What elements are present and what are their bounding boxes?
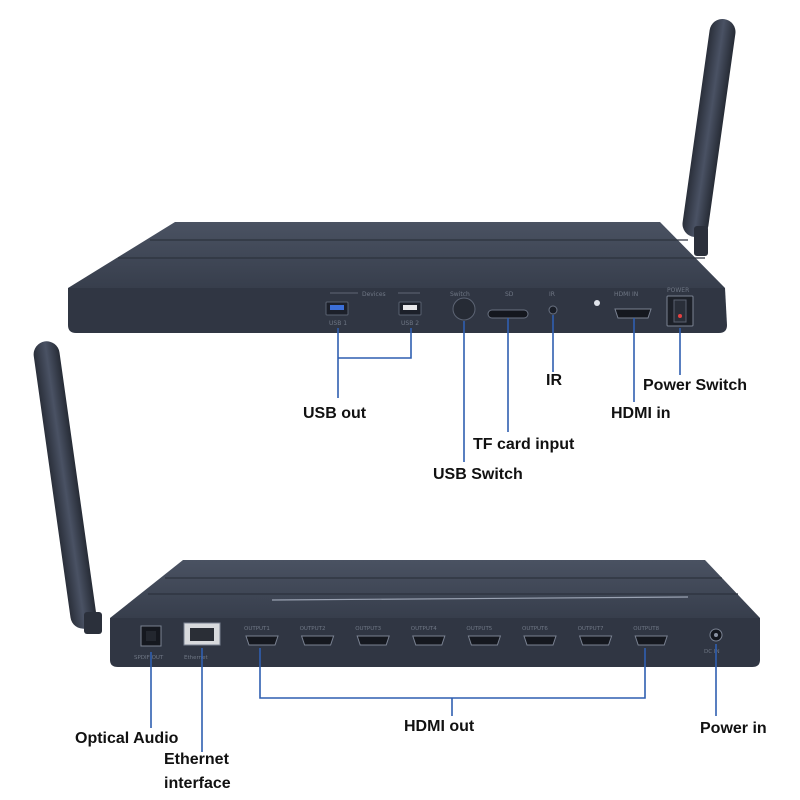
hdmi-output-label: OUTPUT3 — [355, 626, 381, 632]
callout-ethernet-line2: interface — [164, 775, 231, 792]
hdmi-output-label: OUTPUT8 — [633, 626, 659, 632]
hdmi-output-label: OUTPUT2 — [300, 626, 326, 632]
usb2-label: USB 2 — [401, 320, 419, 327]
device-front-panel — [68, 288, 727, 333]
ir-label: IR — [549, 291, 555, 298]
antenna-top — [682, 18, 736, 256]
callout-ir: IR — [546, 372, 562, 389]
power-label: POWER — [667, 287, 689, 294]
ir-sensor — [548, 305, 558, 315]
antenna-bottom — [33, 341, 102, 634]
callout-power-switch: Power Switch — [643, 377, 748, 394]
hdmi-output-label: OUTPUT5 — [466, 626, 492, 632]
switch-label: Switch — [450, 291, 470, 298]
hdmi-output-port — [523, 635, 557, 646]
hdmi-output-label: OUTPUT7 — [578, 626, 604, 632]
ethernet-label: Ethernet — [184, 655, 209, 661]
devices-label: Devices — [362, 291, 386, 298]
callout-power-in: Power in — [700, 720, 767, 737]
leader-lines-bottom — [150, 644, 717, 752]
hdmi-in-port — [614, 308, 652, 319]
usb2-port — [398, 301, 422, 316]
usb-switch-button — [452, 297, 476, 321]
status-led — [594, 300, 600, 306]
hdmi-output-port — [634, 635, 668, 646]
tf-card-slot — [487, 309, 529, 319]
callout-usb-switch: USB Switch — [433, 466, 523, 483]
hdmi-output-port — [412, 635, 446, 646]
device-front-view: Devices USB 1 USB 2 Switch SD IR HDMI IN… — [68, 18, 736, 333]
callout-usb-out: USB out — [303, 405, 367, 422]
hdmi-output-label: OUTPUT1 — [244, 626, 270, 632]
hdmi-output-ports: OUTPUT1 OUTPUT2 OUTPUT3 OUTPUT4 OUTPUT5 OUTPU… — [244, 626, 668, 646]
hdmi-output-label: OUTPUT4 — [411, 626, 437, 632]
callout-hdmi-in: HDMI in — [611, 405, 671, 422]
hdmi-output-port — [467, 635, 502, 646]
dc-in-label: DC IN — [704, 649, 720, 655]
callout-optical-audio: Optical Audio — [75, 730, 179, 747]
callout-hdmi-out: HDMI out — [404, 718, 475, 735]
usb1-label: USB 1 — [329, 320, 347, 327]
usb1-port — [325, 301, 349, 316]
device-rear-view: SPDIF OUT Ethernet OUTPUT1 OUTPUT2 OUTPUT3… — [33, 341, 760, 667]
device-top-surface-rear — [110, 560, 760, 618]
callout-tf-card-input: TF card input — [473, 436, 575, 453]
hdmi-in-label: HDMI IN — [614, 291, 638, 298]
hdmi-output-port — [578, 635, 613, 646]
hdmi-output-port — [300, 635, 335, 646]
hdmi-output-port — [356, 635, 390, 646]
hdmi-output-port — [245, 635, 279, 646]
sd-label: SD — [505, 291, 514, 298]
callout-ethernet-line1: Ethernet — [164, 751, 229, 768]
spdif-out-label: SPDIF OUT — [134, 655, 164, 661]
hdmi-output-label: OUTPUT6 — [522, 626, 548, 632]
device-top-surface — [68, 222, 725, 288]
leader-lines-top — [337, 315, 681, 462]
